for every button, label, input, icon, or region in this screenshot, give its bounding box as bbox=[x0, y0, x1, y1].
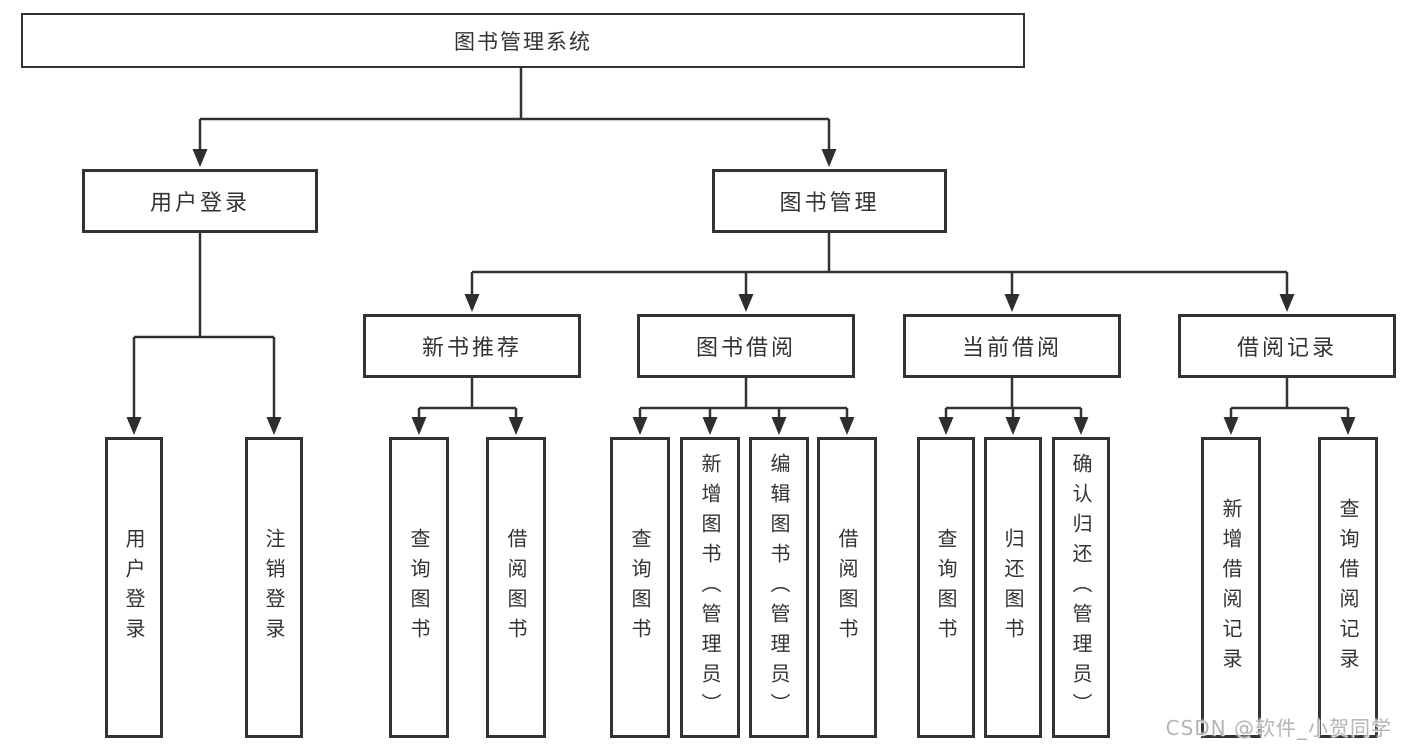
connector-new-book-children bbox=[417, 378, 518, 418]
node-borrowing-records-label: 借阅记录 bbox=[1236, 336, 1337, 361]
node-leaf-bb-add-books: 新增图书（管理员） bbox=[680, 437, 740, 738]
node-leaf-bb-add-books-label: 新增图书（管理员） bbox=[698, 452, 722, 723]
node-leaf-cb-confirm-return: 确认归还（管理员） bbox=[1052, 437, 1110, 738]
node-current-borrowing: 当前借阅 bbox=[903, 314, 1121, 378]
node-leaf-br-add-record-label: 新增借阅记录 bbox=[1219, 497, 1243, 678]
node-leaf-logout: 注销登录 bbox=[245, 437, 303, 738]
arrowhead-br-query bbox=[1340, 417, 1356, 435]
node-borrowing-records: 借阅记录 bbox=[1178, 314, 1396, 378]
node-leaf-cb-query-books-label: 查询图书 bbox=[934, 527, 958, 648]
node-leaf-user-login-label: 用户登录 bbox=[122, 527, 146, 648]
node-leaf-br-add-record: 新增借阅记录 bbox=[1201, 437, 1261, 738]
connector-root-to-level2 bbox=[198, 68, 831, 150]
arrowhead-bb-add bbox=[702, 417, 718, 435]
node-leaf-nb-query-books-label: 查询图书 bbox=[407, 527, 431, 648]
connector-book-mgmt-children bbox=[470, 233, 1289, 295]
node-root-label: 图书管理系统 bbox=[454, 29, 592, 54]
node-new-book-recommend-label: 新书推荐 bbox=[421, 336, 522, 361]
connector-book-borrow-children bbox=[638, 378, 849, 418]
node-leaf-user-login: 用户登录 bbox=[105, 437, 163, 738]
node-current-borrowing-label: 当前借阅 bbox=[961, 336, 1062, 361]
arrowhead-cb-confirm bbox=[1073, 417, 1089, 435]
arrowhead-bb-query bbox=[632, 417, 648, 435]
arrowhead-book-borrow bbox=[738, 294, 754, 312]
arrowhead-borrow-record bbox=[1279, 294, 1295, 312]
node-user-login: 用户登录 bbox=[82, 169, 318, 233]
arrowhead-bb-edit bbox=[771, 417, 787, 435]
arrowhead-book-mgmt bbox=[821, 149, 837, 167]
node-leaf-bb-borrow-books-label: 借阅图书 bbox=[835, 527, 859, 648]
arrowhead-new-book bbox=[464, 294, 480, 312]
node-leaf-bb-borrow-books: 借阅图书 bbox=[817, 437, 877, 738]
arrowhead-leaf-user-login bbox=[126, 417, 142, 435]
arrowhead-current-borrow bbox=[1004, 294, 1020, 312]
node-leaf-bb-query-books: 查询图书 bbox=[610, 437, 670, 738]
node-leaf-cb-return-books-label: 归还图书 bbox=[1001, 527, 1025, 648]
arrowhead-nb-borrow bbox=[508, 417, 524, 435]
node-leaf-bb-edit-books-label: 编辑图书（管理员） bbox=[767, 452, 791, 723]
arrowhead-user-login bbox=[192, 149, 208, 167]
connector-borrow-record-children bbox=[1229, 378, 1350, 418]
node-book-management-label: 图书管理 bbox=[779, 191, 880, 216]
node-leaf-cb-return-books: 归还图书 bbox=[984, 437, 1042, 738]
node-leaf-bb-edit-books: 编辑图书（管理员） bbox=[749, 437, 809, 738]
node-leaf-nb-query-books: 查询图书 bbox=[389, 437, 449, 738]
node-book-borrowing-label: 图书借阅 bbox=[695, 336, 796, 361]
connector-user-login-children bbox=[132, 233, 276, 418]
arrowhead-bb-borrow bbox=[839, 417, 855, 435]
arrowhead-br-add bbox=[1223, 417, 1239, 435]
node-leaf-logout-label: 注销登录 bbox=[262, 527, 286, 648]
node-leaf-br-query-record: 查询借阅记录 bbox=[1318, 437, 1378, 738]
arrowhead-leaf-logout bbox=[266, 417, 282, 435]
node-leaf-cb-confirm-return-label: 确认归还（管理员） bbox=[1069, 452, 1093, 723]
arrowhead-nb-query bbox=[411, 417, 427, 435]
connector-current-borrow-children bbox=[944, 378, 1083, 418]
node-leaf-cb-query-books: 查询图书 bbox=[917, 437, 975, 738]
node-leaf-nb-borrow-books-label: 借阅图书 bbox=[504, 527, 528, 648]
arrowhead-cb-return bbox=[1005, 417, 1021, 435]
node-new-book-recommend: 新书推荐 bbox=[363, 314, 581, 378]
node-book-management: 图书管理 bbox=[712, 169, 947, 233]
node-root: 图书管理系统 bbox=[21, 13, 1025, 68]
node-leaf-nb-borrow-books: 借阅图书 bbox=[486, 437, 546, 738]
arrowhead-cb-query bbox=[938, 417, 954, 435]
node-leaf-bb-query-books-label: 查询图书 bbox=[628, 527, 652, 648]
node-user-login-label: 用户登录 bbox=[149, 191, 250, 216]
node-book-borrowing: 图书借阅 bbox=[637, 314, 855, 378]
node-leaf-br-query-record-label: 查询借阅记录 bbox=[1336, 497, 1360, 678]
